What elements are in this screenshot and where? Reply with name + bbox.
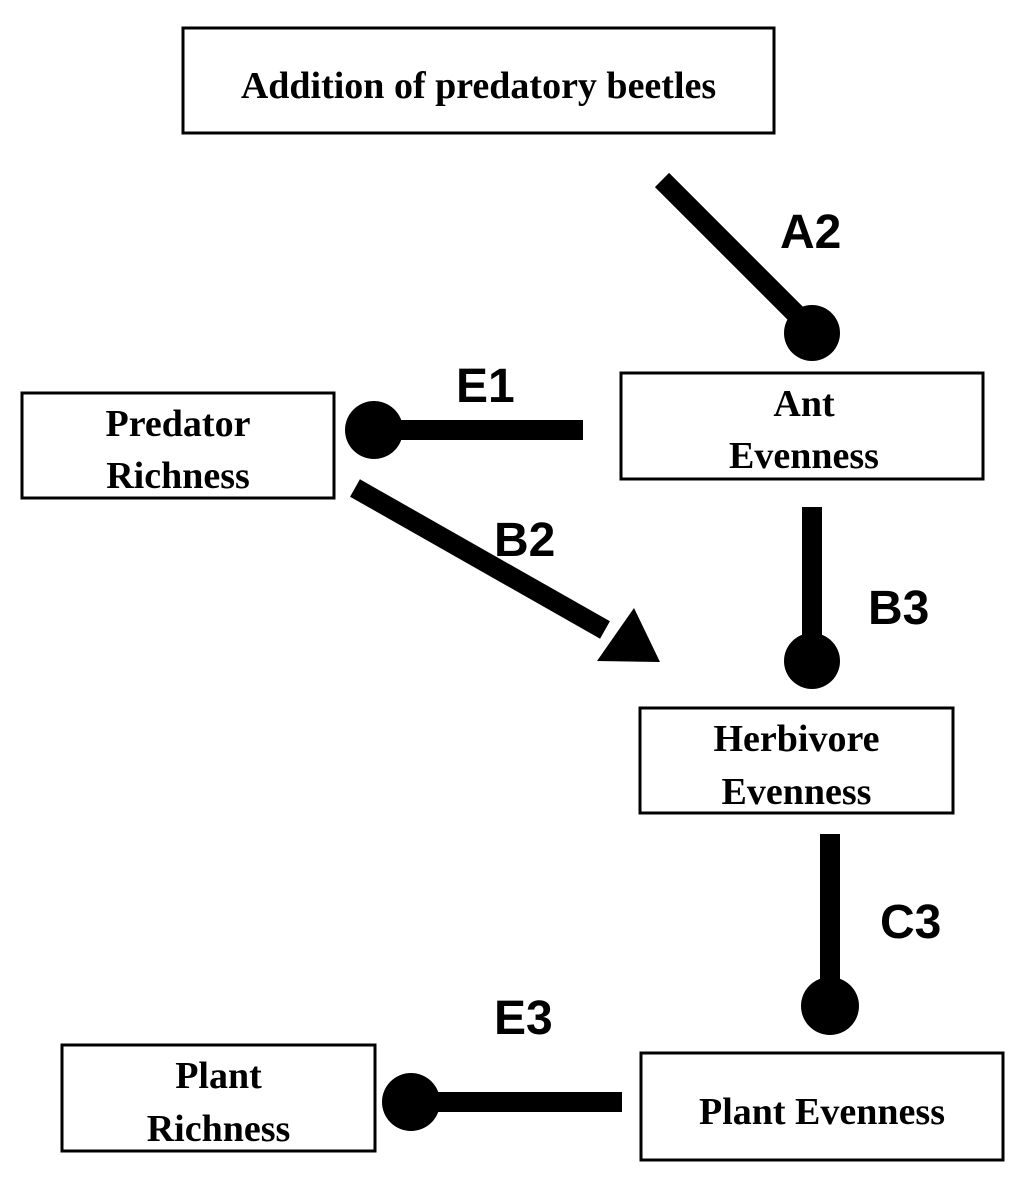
edge-label: E3	[494, 992, 553, 1045]
edge-e1: E1	[345, 360, 583, 459]
node-label-line2: Evenness	[729, 435, 879, 477]
node-label-line2: Richness	[147, 1108, 291, 1150]
node-box	[181, 26, 776, 135]
edge-label: C3	[880, 896, 941, 949]
edge-label: A2	[780, 206, 841, 259]
node-box	[619, 371, 985, 481]
edge-e3: E3	[382, 992, 622, 1131]
node-predator-richness: Predator Richness	[20, 391, 336, 500]
edge-c3: C3	[801, 834, 941, 1035]
node-label: Plant Evenness	[699, 1091, 945, 1133]
node-addition-of-predatory-beetles: Addition of predatory beetles	[181, 26, 776, 135]
node-label-line2: Evenness	[722, 771, 872, 813]
node-label-line1: Ant	[773, 383, 835, 425]
node-herbivore-evenness: Herbivore Evenness	[638, 706, 955, 815]
arrowhead	[597, 608, 660, 662]
edge-b3: B3	[784, 507, 929, 689]
node-ant-evenness: Ant Evenness	[619, 371, 985, 481]
node-plant-richness: Plant Richness	[60, 1043, 377, 1153]
edge-line	[350, 479, 610, 639]
node-label: Addition of predatory beetles	[241, 65, 716, 107]
node-label-line1: Herbivore	[713, 718, 879, 760]
node-box	[638, 706, 955, 815]
circle-endpoint	[345, 401, 403, 459]
edge-b2: B2	[350, 479, 660, 662]
node-label-line2: Richness	[106, 455, 250, 497]
node-box	[639, 1051, 1005, 1162]
circle-endpoint	[784, 305, 840, 361]
node-label-line1: Predator	[106, 403, 251, 445]
circle-endpoint	[801, 977, 859, 1035]
circle-endpoint	[784, 633, 840, 689]
node-plant-evenness: Plant Evenness	[639, 1051, 1005, 1162]
edge-label: E1	[456, 360, 515, 413]
edge-a2: A2	[654, 172, 841, 361]
node-label-line1: Plant	[175, 1055, 262, 1097]
circle-endpoint	[382, 1073, 440, 1131]
edge-line	[654, 172, 820, 338]
node-box	[20, 391, 336, 500]
node-box	[60, 1043, 377, 1153]
edge-label: B2	[494, 514, 555, 567]
edge-label: B3	[868, 582, 929, 635]
